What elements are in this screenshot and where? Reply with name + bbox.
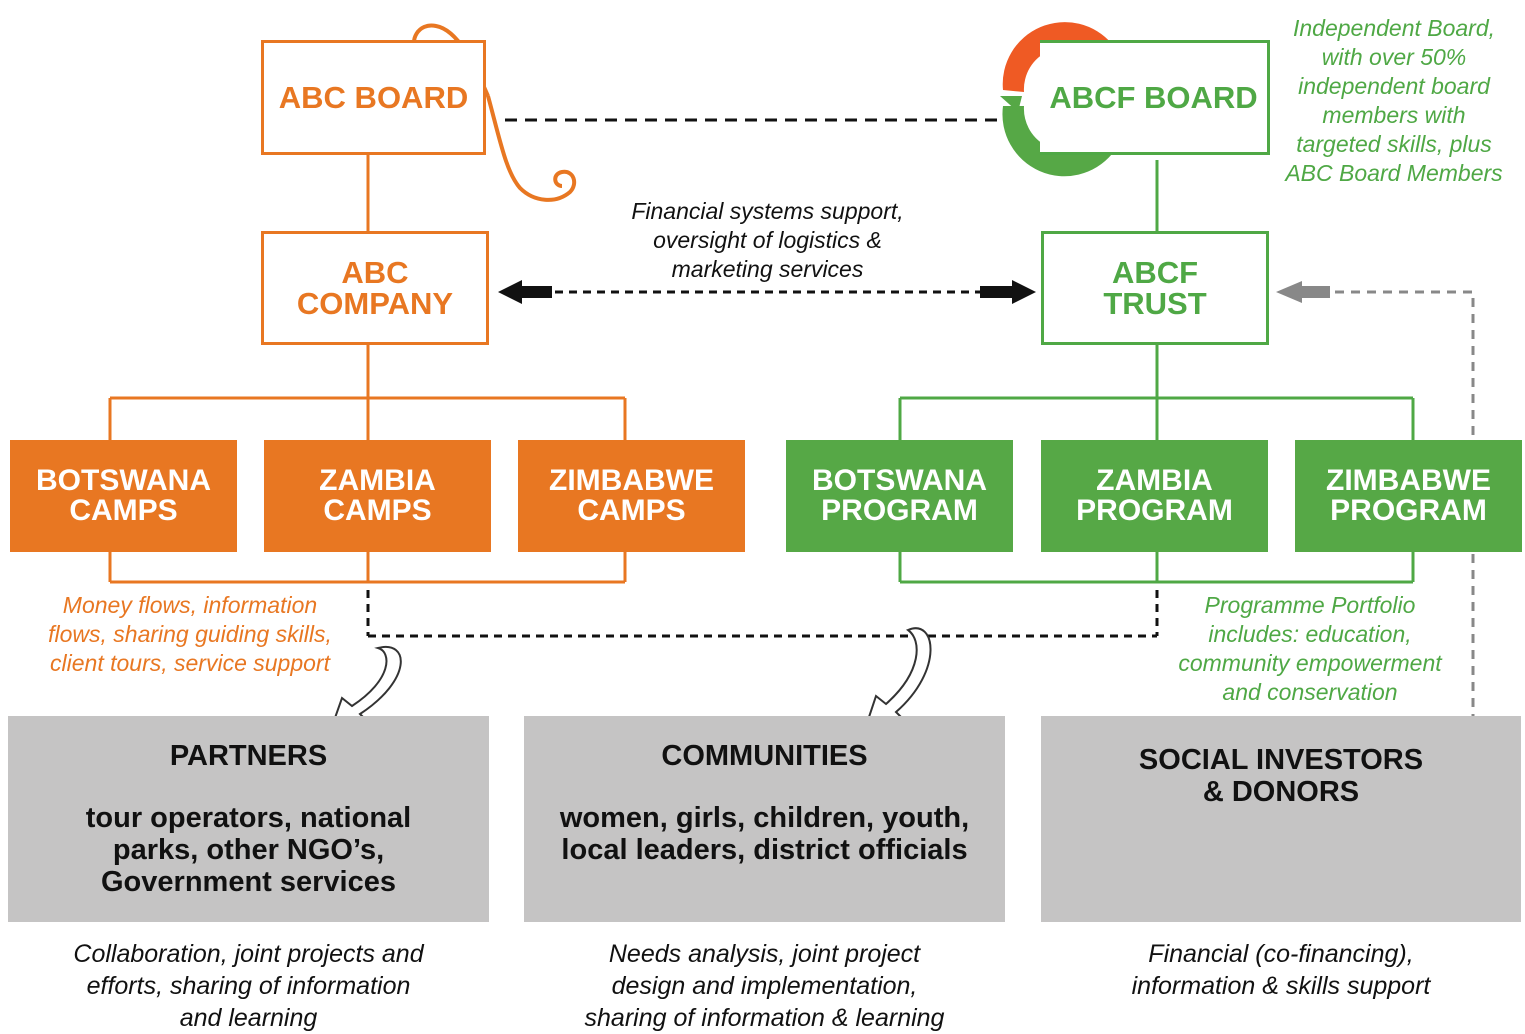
abcf-trust-box: ABCF TRUST [1041, 231, 1269, 345]
note-line: community empowerment [1178, 650, 1442, 676]
caption-line: design and implementation, [611, 972, 918, 1000]
social-investors-title: SOCIAL INVESTORS & DONORS [1041, 744, 1521, 808]
zambia-camps-box: ZAMBIA CAMPS [264, 440, 491, 552]
abc-company-line2: COMPANY [296, 286, 454, 321]
abcf-trust-line1: ABCF [1111, 255, 1199, 290]
abcf-logo-icon [1000, 22, 1112, 177]
note-line: marketing services [671, 256, 864, 282]
note-line: client tours, service support [50, 650, 330, 676]
communities-title: COMMUNITIES [524, 740, 1005, 772]
partners-title: PARTNERS [8, 740, 489, 772]
money-flows-note: Money flows, information flows, sharing … [20, 591, 360, 678]
camp-line1: BOTSWANA [36, 464, 211, 497]
body-line: women, girls, children, youth, [559, 802, 970, 834]
title-line: & DONORS [1202, 776, 1360, 808]
abc-company-box: ABC COMPANY [261, 231, 489, 345]
caption-line: and learning [179, 1004, 318, 1032]
note-line: members with [1322, 102, 1466, 128]
caption-line: sharing of information & learning [584, 1004, 945, 1032]
partners-caption: Collaboration, joint projects and effort… [8, 938, 489, 1034]
caption-line: Collaboration, joint projects and [73, 940, 424, 968]
note-line: targeted skills, plus [1296, 131, 1492, 157]
note-line: includes: education, [1208, 621, 1412, 647]
arrow-grey-icon [1276, 281, 1330, 303]
note-line: Programme Portfolio [1204, 592, 1416, 618]
independent-board-note: Independent Board, with over 50% indepen… [1270, 14, 1518, 188]
camp-line2: CAMPS [69, 494, 178, 527]
title-line: SOCIAL INVESTORS [1138, 744, 1424, 776]
note-line: flows, sharing guiding skills, [48, 621, 332, 647]
camp-line2: CAMPS [577, 494, 686, 527]
communities-body: women, girls, children, youth, local lea… [524, 802, 1005, 866]
partners-box: PARTNERS tour operators, national parks,… [8, 716, 489, 922]
communities-caption: Needs analysis, joint project design and… [524, 938, 1005, 1034]
caption-line: efforts, sharing of information [86, 972, 411, 1000]
program-line2: PROGRAM [1330, 494, 1487, 527]
note-line: ABC Board Members [1285, 160, 1503, 186]
programme-portfolio-note: Programme Portfolio includes: education,… [1160, 591, 1460, 707]
title-line: PARTNERS [169, 740, 328, 772]
body-line: tour operators, national [85, 802, 412, 834]
program-line1: BOTSWANA [812, 464, 987, 497]
partners-body: tour operators, national parks, other NG… [8, 802, 489, 898]
zambia-program-box: ZAMBIA PROGRAM [1041, 440, 1268, 552]
body-line: local leaders, district officials [561, 834, 968, 866]
arrow-left-icon [498, 280, 552, 304]
arrow-right-icon [980, 280, 1036, 304]
caption-line: Needs analysis, joint project [608, 940, 921, 968]
note-line: independent board [1298, 73, 1490, 99]
zimbabwe-camps-box: ZIMBABWE CAMPS [518, 440, 745, 552]
note-line: oversight of logistics & [653, 227, 882, 253]
abc-board-box: ABC BOARD [261, 40, 486, 155]
note-line: Financial systems support, [631, 198, 904, 224]
note-line: with over 50% [1321, 44, 1467, 70]
abc-company-line1: ABC [341, 255, 409, 290]
note-line: Independent Board, [1292, 15, 1496, 41]
abcf-board-box: ABCF BOARD [1040, 40, 1270, 155]
abc-board-label: ABC BOARD [278, 80, 469, 115]
zimbabwe-program-box: ZIMBABWE PROGRAM [1295, 440, 1522, 552]
abcf-board-label: ABCF BOARD [1049, 80, 1258, 115]
communities-box: COMMUNITIES women, girls, children, yout… [524, 716, 1005, 922]
caption-line: Financial (co-financing), [1148, 940, 1414, 968]
title-line: COMMUNITIES [661, 740, 868, 772]
social-investors-caption: Financial (co-financing), information & … [1041, 938, 1521, 1002]
camp-line1: ZIMBABWE [549, 464, 714, 497]
camp-line2: CAMPS [323, 494, 432, 527]
program-line2: PROGRAM [1076, 494, 1233, 527]
program-line2: PROGRAM [821, 494, 978, 527]
financial-support-note: Financial systems support, oversight of … [590, 197, 945, 284]
abcf-trust-line2: TRUST [1103, 286, 1207, 321]
social-investors-box: SOCIAL INVESTORS & DONORS [1041, 716, 1521, 922]
botswana-program-box: BOTSWANA PROGRAM [786, 440, 1013, 552]
note-line: Money flows, information [62, 592, 318, 618]
camp-line1: ZAMBIA [319, 464, 436, 497]
body-line: Government services [101, 866, 396, 898]
body-line: parks, other NGO’s, [112, 834, 385, 866]
botswana-camps-box: BOTSWANA CAMPS [10, 440, 237, 552]
caption-line: information & skills support [1131, 972, 1431, 1000]
note-line: and conservation [1222, 679, 1398, 705]
program-line1: ZAMBIA [1096, 464, 1213, 497]
program-line1: ZIMBABWE [1326, 464, 1491, 497]
